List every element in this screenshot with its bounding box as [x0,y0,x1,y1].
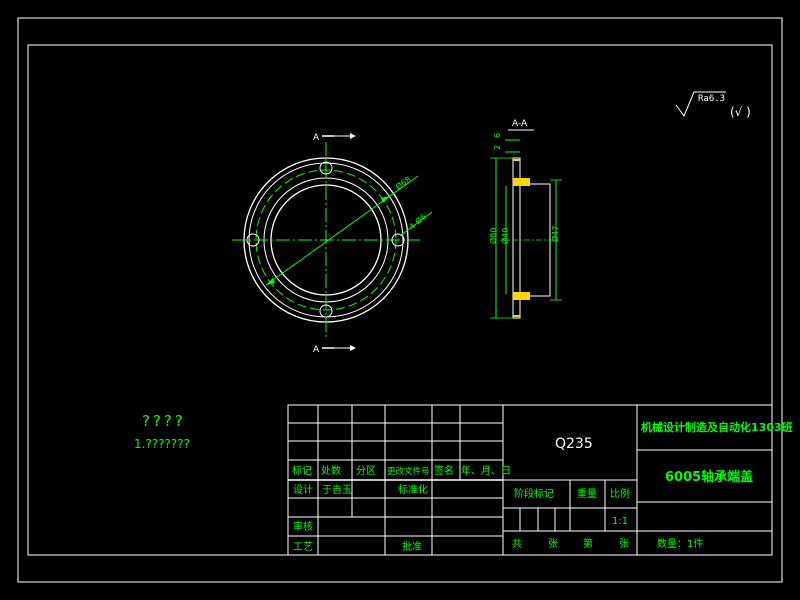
review-label: 审核 [293,520,313,533]
inner-frame [27,44,773,556]
header-doc-no: 更改文件号 [387,466,430,477]
school-class-text: 机械设计制造及自动化1303班 [641,420,793,434]
section-hatch-top [513,178,530,186]
section-view-title: A-A [512,119,528,129]
dim-47: Ø47 [550,226,560,242]
bolt-hole-bottom [319,304,333,318]
header-zone: 分区 [356,465,376,477]
design-label: 设计 [293,483,313,496]
dim-2: 2 [493,145,502,150]
total-label: 共 [512,538,522,550]
hole-leader [399,211,433,237]
section-hatch-bottom [513,292,530,300]
part-name-text: 6005轴承端盖 [665,469,753,485]
header-mark: 标记 [292,465,312,477]
pcd-dimension-text: Ø68 [393,174,412,192]
sheets-label: 张 [548,538,558,550]
scale-value: 1:1 [612,516,628,527]
notes-line-1: 1.??????? [134,437,190,451]
bolt-hole-right [391,233,405,247]
section-label-top: A [313,133,320,143]
outer-frame [17,17,783,583]
designer-name: 于吉玉 [322,484,352,496]
hole-dimension-text: 4-Ø6 [407,211,428,231]
surface-finish-symbol: Ra6.3 (√ ) [675,91,751,119]
dim-80: Ø80 [488,228,498,244]
technical-notes: ???? 1.??????? [134,412,190,451]
process-label: 工艺 [293,541,313,553]
notes-title: ???? [142,412,186,430]
scale-label: 比例 [610,487,630,500]
pcd-dimension-line [265,195,391,286]
page-sheets-label: 张 [619,538,629,550]
header-count: 处数 [321,464,341,477]
header-date: 年、月、日 [461,464,511,477]
stage-mark-label: 阶段标记 [514,487,554,500]
standardize-label: 标准化 [398,483,428,496]
bolt-hole-left [246,233,260,247]
section-view: A-A 6 2 Ø80 Ø40 Ø47 [488,119,562,319]
title-block-text: Q235 机械设计制造及自动化1303班 6005轴承端盖 标记 处数 分区 更… [292,420,793,553]
roughness-note: (√ ) [730,105,751,119]
title-block [287,404,773,556]
bolt-hole-top [319,161,333,175]
front-view: A A Ø68 4-Ø6 [232,133,433,355]
header-sign: 签名 [434,464,454,477]
material-text: Q235 [555,436,593,452]
dim-6: 6 [493,133,502,138]
roughness-label: Ra6.3 [698,94,725,104]
approve-label: 批准 [402,540,422,553]
quantity-label: 数量：1件 [657,537,703,550]
weight-label: 重量 [577,487,597,500]
dim-40: Ø40 [500,228,510,244]
page-label: 第 [583,537,593,550]
section-label-bottom: A [313,345,320,355]
